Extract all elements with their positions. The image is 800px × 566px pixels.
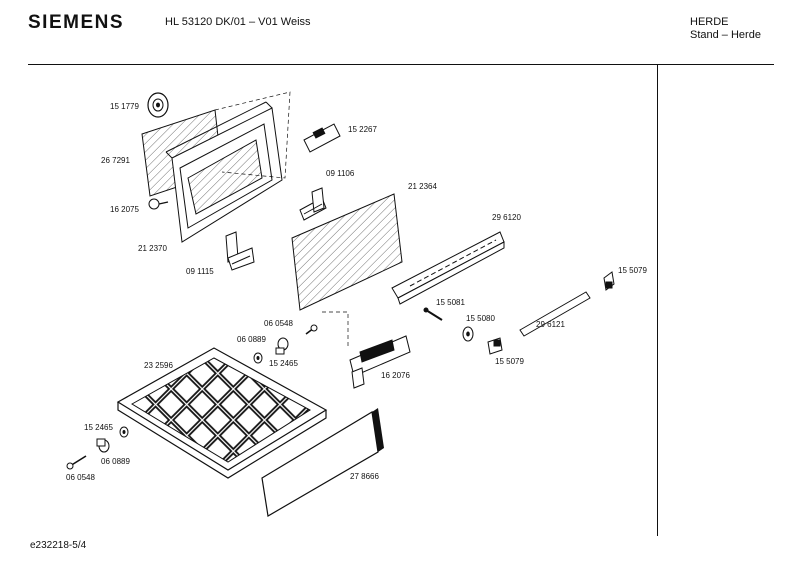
side-divider	[657, 64, 658, 536]
part-label: 15 2465	[269, 359, 298, 368]
model-title: HL 53120 DK/01 – V01 Weiss	[165, 16, 311, 28]
part-label: 09 1106	[326, 169, 355, 178]
part-label: 15 1779	[110, 102, 139, 111]
screw-lower	[66, 455, 87, 470]
knob-part	[147, 92, 169, 118]
washer-part	[462, 326, 474, 342]
part-label: 15 5080	[466, 314, 495, 323]
assembly-guide-line	[214, 91, 291, 179]
bushing-lower	[96, 438, 110, 453]
part-label: 21 2370	[138, 244, 167, 253]
pin-part	[423, 307, 443, 321]
category-label: HERDE	[690, 16, 729, 28]
brand-logo: SIEMENS	[28, 12, 125, 33]
part-label: 15 5079	[618, 266, 647, 275]
outer-glass-panel	[291, 193, 403, 311]
part-label: 15 2465	[84, 423, 113, 432]
part-label: 15 5079	[495, 357, 524, 366]
part-label: 23 2596	[144, 361, 173, 370]
clip-part-right	[603, 271, 615, 291]
washer-upper	[253, 352, 263, 364]
door-rail-lower	[519, 291, 591, 337]
drawer-front-panel	[261, 408, 384, 517]
door-rail-upper	[391, 231, 505, 305]
latch-part	[303, 123, 341, 153]
header-divider	[28, 64, 774, 65]
hinge-part	[349, 335, 411, 389]
part-label: 27 8666	[350, 472, 379, 481]
part-label: 29 6120	[492, 213, 521, 222]
hinge-bracket-lower	[225, 231, 255, 271]
subcategory-label: Stand – Herde	[690, 29, 761, 41]
part-label: 16 2076	[381, 371, 410, 380]
part-label: 06 0548	[264, 319, 293, 328]
document-id: e232218-5/4	[30, 540, 87, 551]
part-label: 16 2075	[110, 205, 139, 214]
bushing-upper	[275, 337, 289, 355]
hinge-bracket-upper	[299, 187, 327, 221]
drawer-tray	[116, 347, 328, 479]
part-label: 06 0889	[237, 335, 266, 344]
door-frame	[165, 101, 283, 243]
part-label: 09 1115	[186, 267, 214, 276]
part-label: 15 5081	[436, 298, 465, 307]
part-label: 15 2267	[348, 125, 377, 134]
part-labels: 15 1779 26 7291 16 2075 21 2370 09 1115 …	[66, 102, 647, 482]
part-label: 06 0889	[101, 457, 130, 466]
part-label: 21 2364	[408, 182, 437, 191]
glass-guide-line	[322, 311, 349, 348]
clip-part-lower	[487, 337, 503, 355]
washer-lower	[119, 426, 129, 438]
screw-part	[148, 198, 169, 210]
screw-upper	[305, 324, 318, 335]
part-label: 26 7291	[101, 156, 130, 165]
part-label: 06 0548	[66, 473, 95, 482]
part-label: 29 6121	[536, 320, 565, 329]
